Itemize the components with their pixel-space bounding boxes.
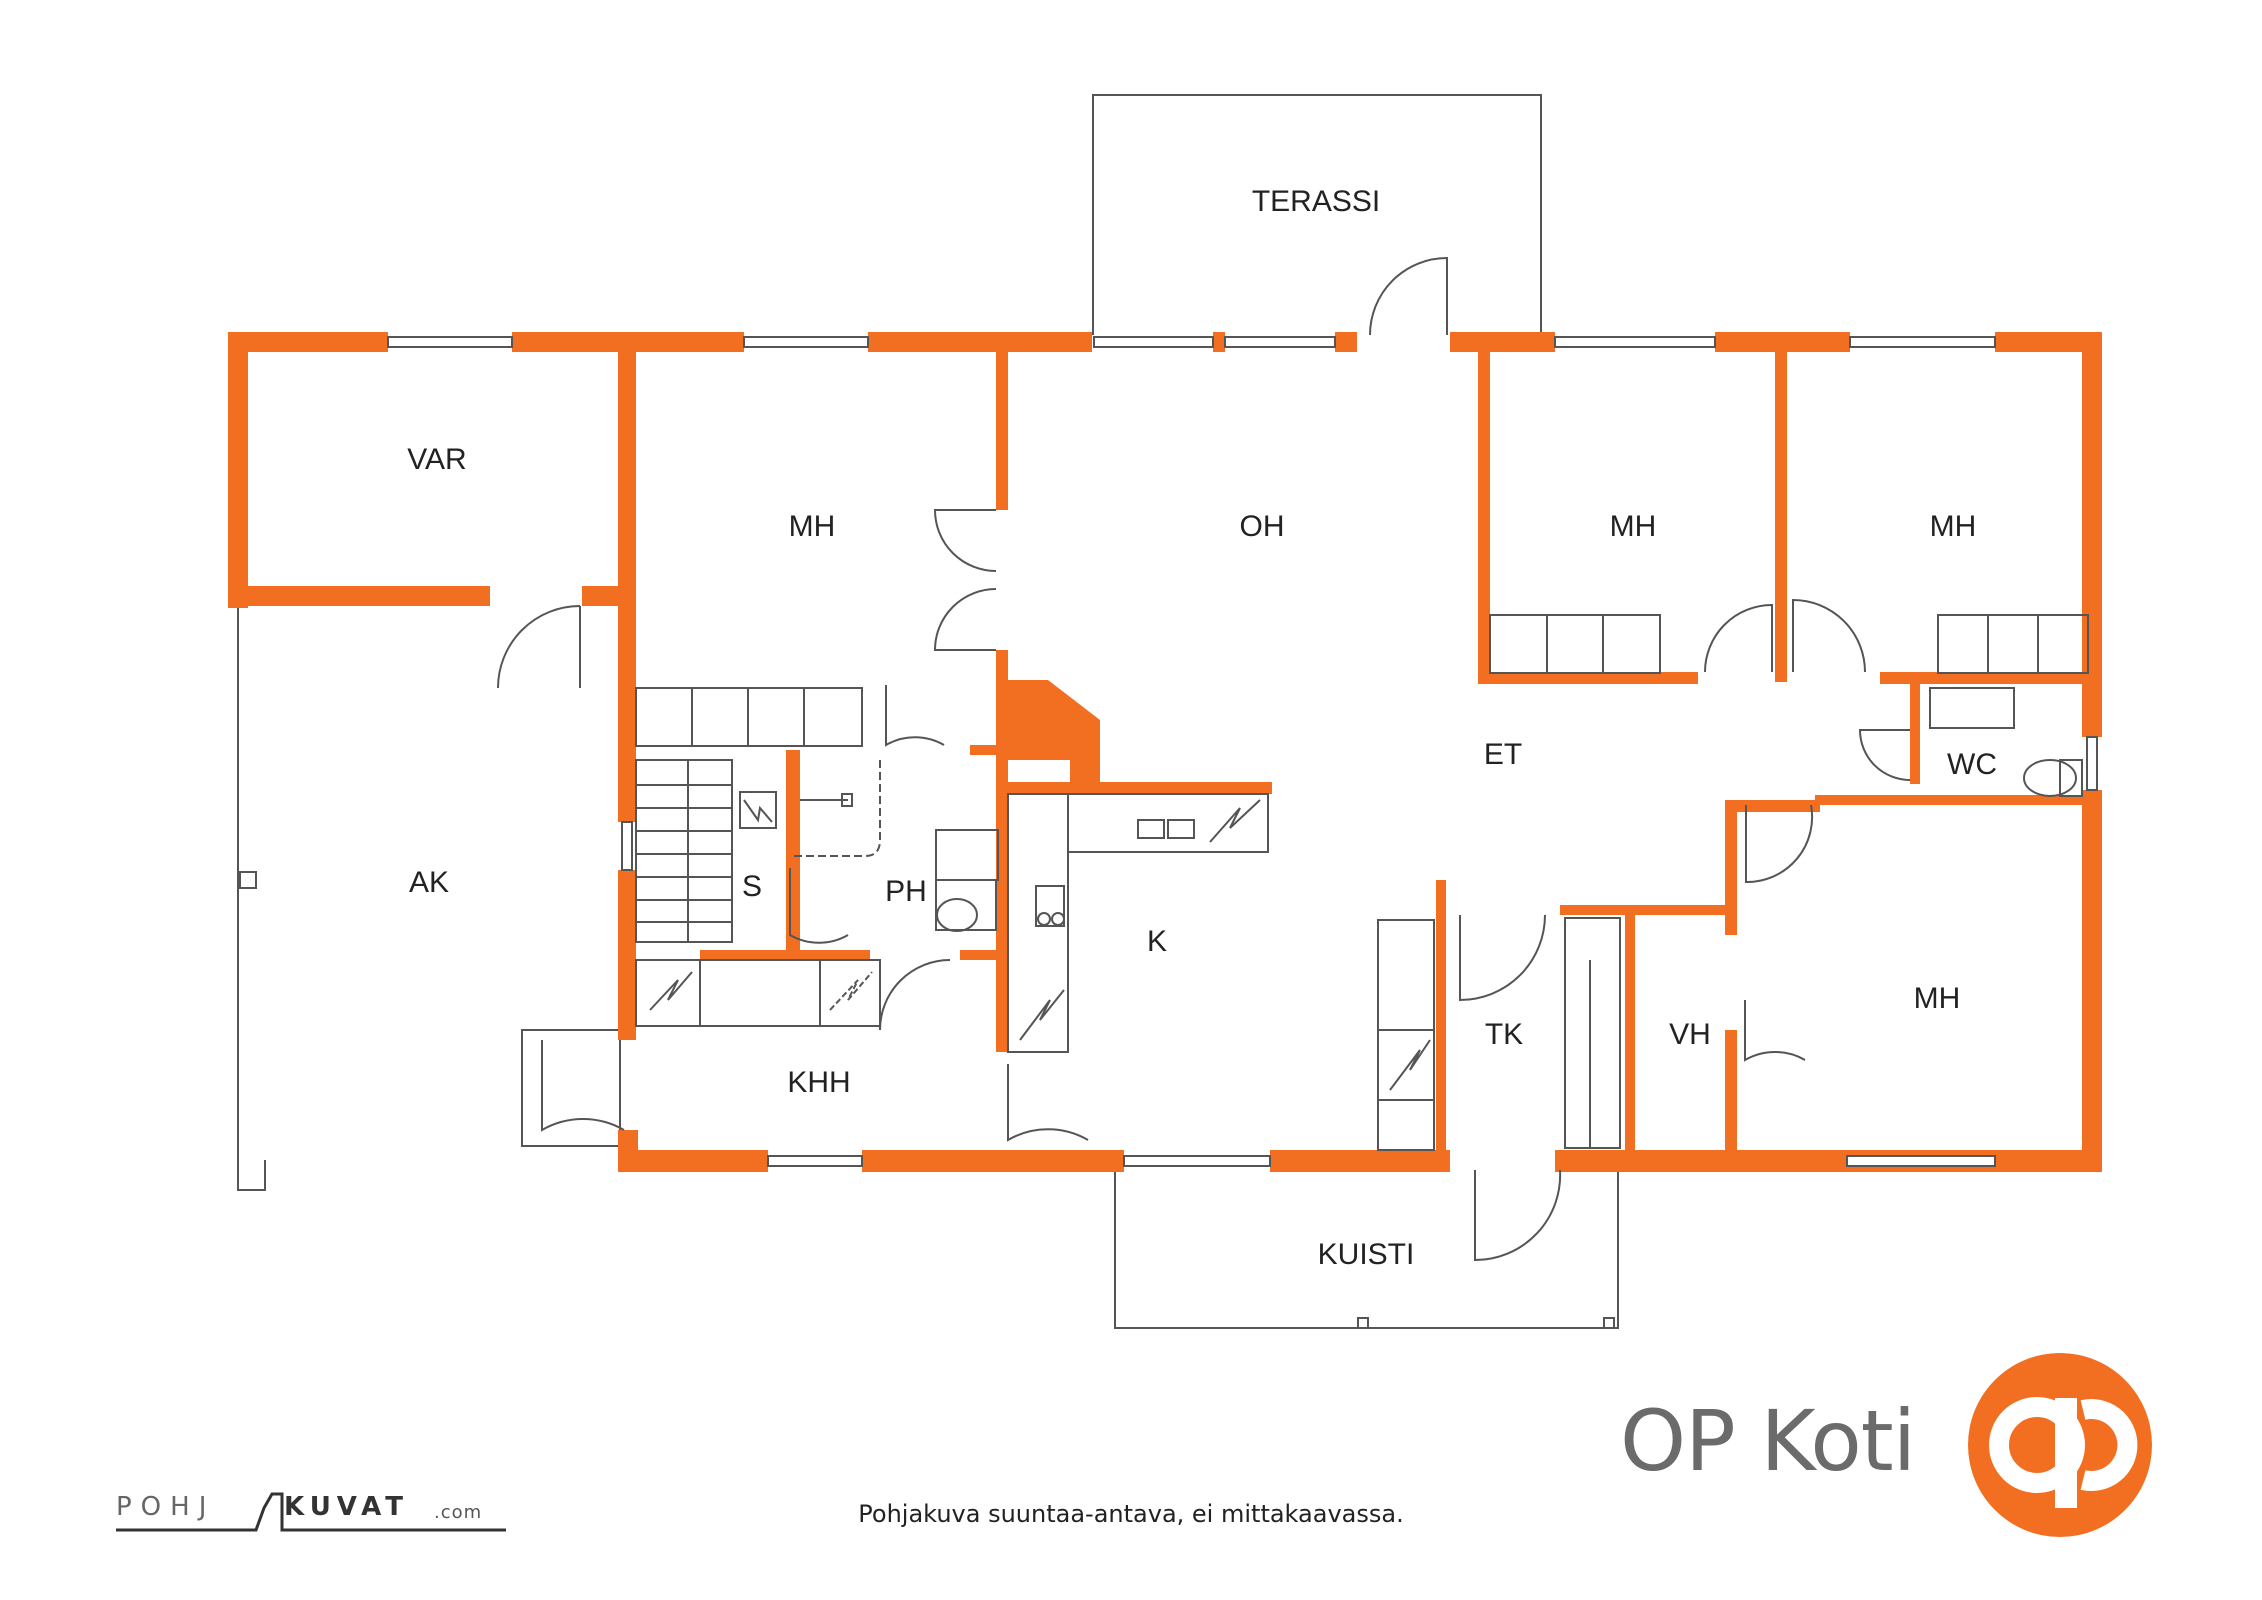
doors: [497, 256, 1911, 1262]
room-label-mh-1: MH: [789, 510, 836, 543]
room-label-ak: AK: [409, 866, 449, 899]
room-label-wc: WC: [1947, 748, 1997, 781]
credit-line-icon: [116, 1492, 506, 1532]
room-label-ph: PH: [885, 875, 927, 908]
room-label-et: ET: [1484, 738, 1522, 771]
room-label-mh-3: MH: [1930, 510, 1977, 543]
room-label-var: VAR: [407, 443, 466, 476]
op-koti-brand: OP Koti: [1620, 1350, 2160, 1537]
room-label-tk: TK: [1485, 1018, 1523, 1051]
room-label-k: K: [1147, 925, 1167, 958]
fixtures: [635, 614, 2089, 1151]
room-label-mh-2: MH: [1610, 510, 1657, 543]
disclaimer-caption: Pohjakuva suuntaa-antava, ei mittakaavas…: [858, 1500, 1404, 1528]
room-label-terassi: TERASSI: [1252, 185, 1380, 218]
walls: [228, 332, 2102, 1172]
room-label-mh-4: MH: [1914, 982, 1961, 1015]
credit-part-1: POHJ: [116, 1492, 216, 1522]
credit-part-3: .com: [434, 1502, 483, 1523]
op-logo-icon: [1968, 1353, 2152, 1537]
room-label-vh: VH: [1669, 1018, 1711, 1051]
room-labels: TERASSI VAR MH OH MH MH ET WC AK S PH K …: [407, 185, 1997, 1271]
credit-part-2: KUVAT: [284, 1492, 409, 1522]
brand-name: OP Koti: [1620, 1392, 1916, 1490]
room-label-kuisti: KUISTI: [1318, 1238, 1415, 1271]
windows: [387, 336, 2098, 1167]
room-label-oh: OH: [1240, 510, 1285, 543]
room-label-khh: KHH: [787, 1066, 850, 1099]
thin-outlines: [237, 94, 1619, 1329]
pohjakuvat-credit: POHJ KUVAT .com: [116, 1488, 506, 1534]
room-label-s: S: [742, 870, 762, 903]
